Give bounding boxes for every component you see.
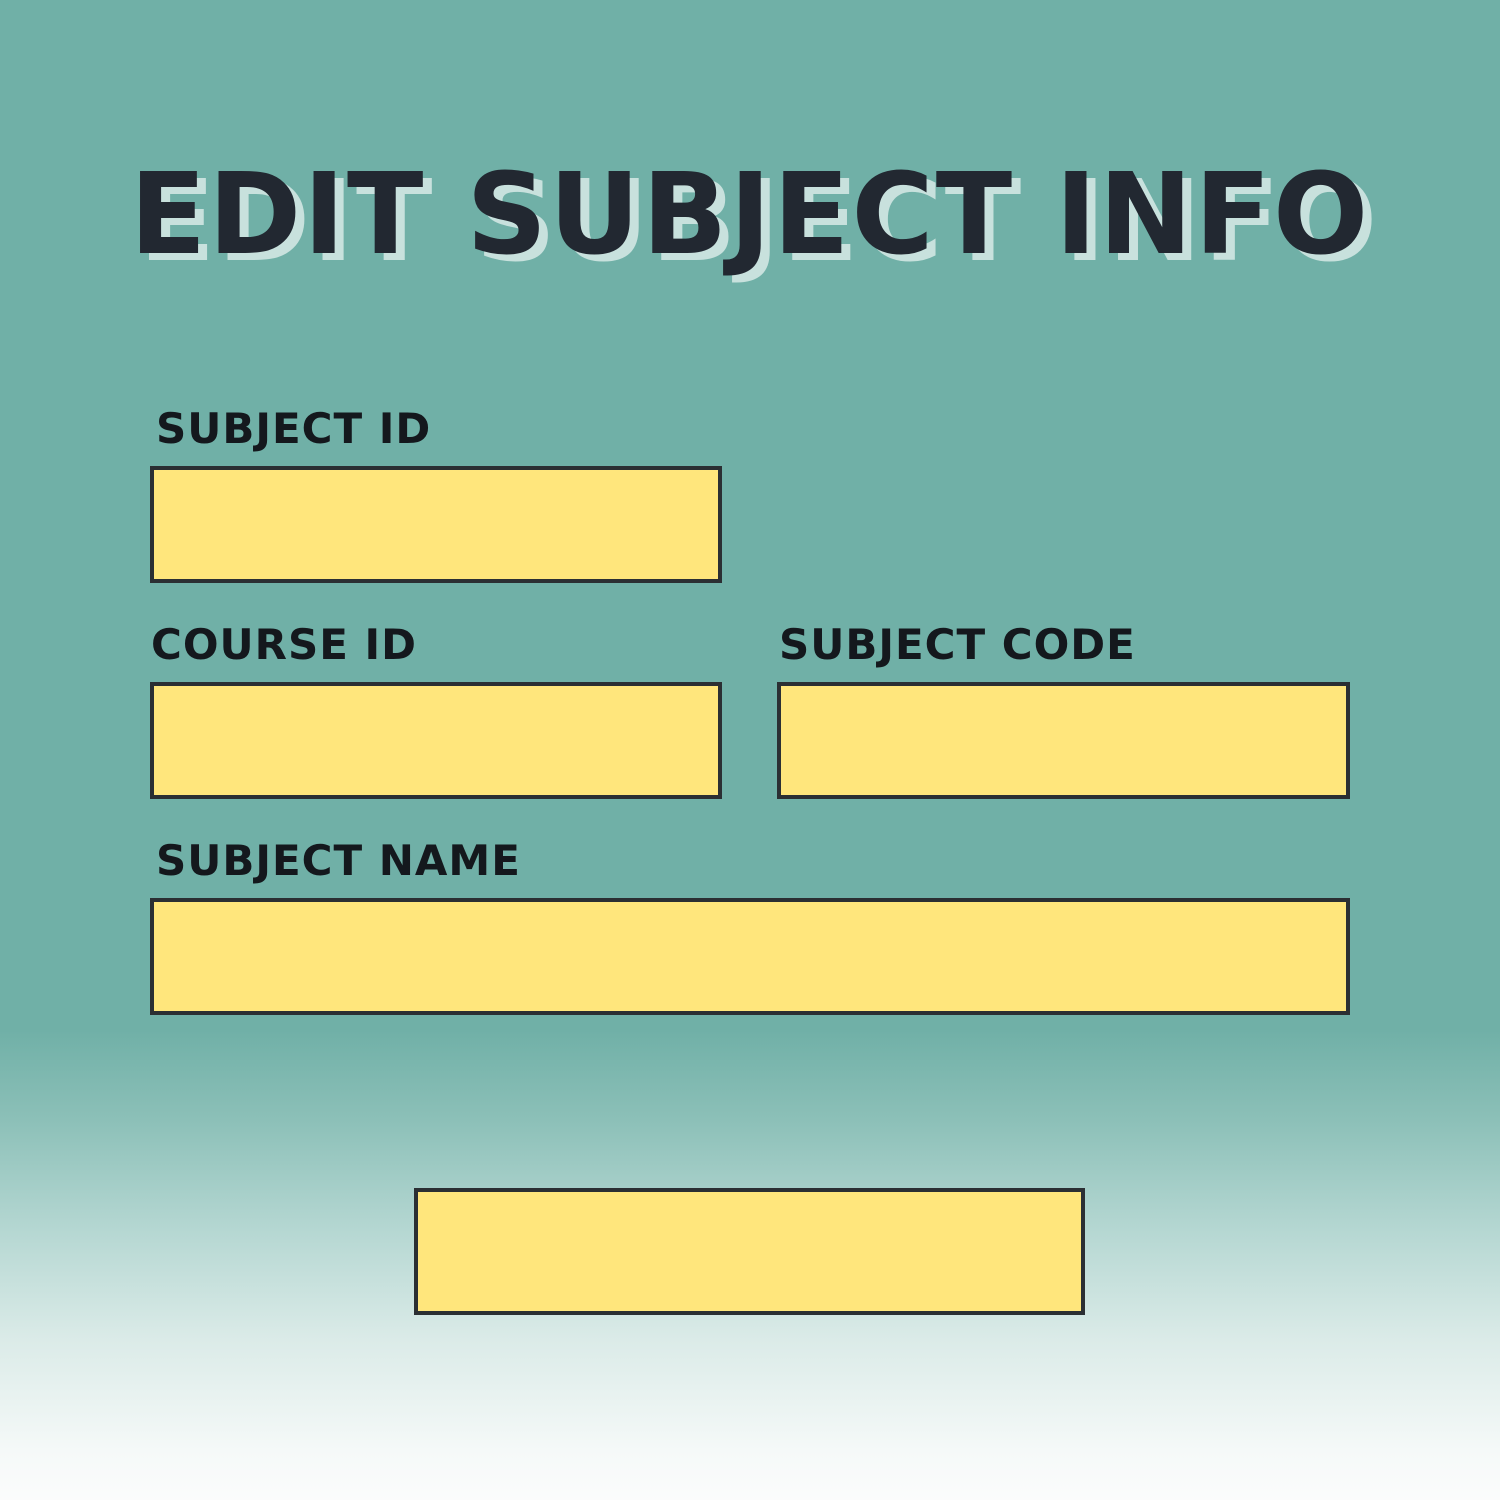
subject-id-label: SUBJECT ID (156, 404, 432, 453)
course-id-label: COURSE ID (151, 620, 418, 669)
save-button[interactable] (414, 1188, 1085, 1315)
page-title: EDIT SUBJECT INFO (129, 150, 1371, 280)
subject-code-label: SUBJECT CODE (779, 620, 1136, 669)
subject-name-input[interactable] (150, 898, 1350, 1015)
course-id-input[interactable] (150, 682, 722, 799)
subject-name-label: SUBJECT NAME (156, 836, 521, 885)
subject-code-input[interactable] (777, 682, 1350, 799)
subject-id-input[interactable] (150, 466, 722, 583)
